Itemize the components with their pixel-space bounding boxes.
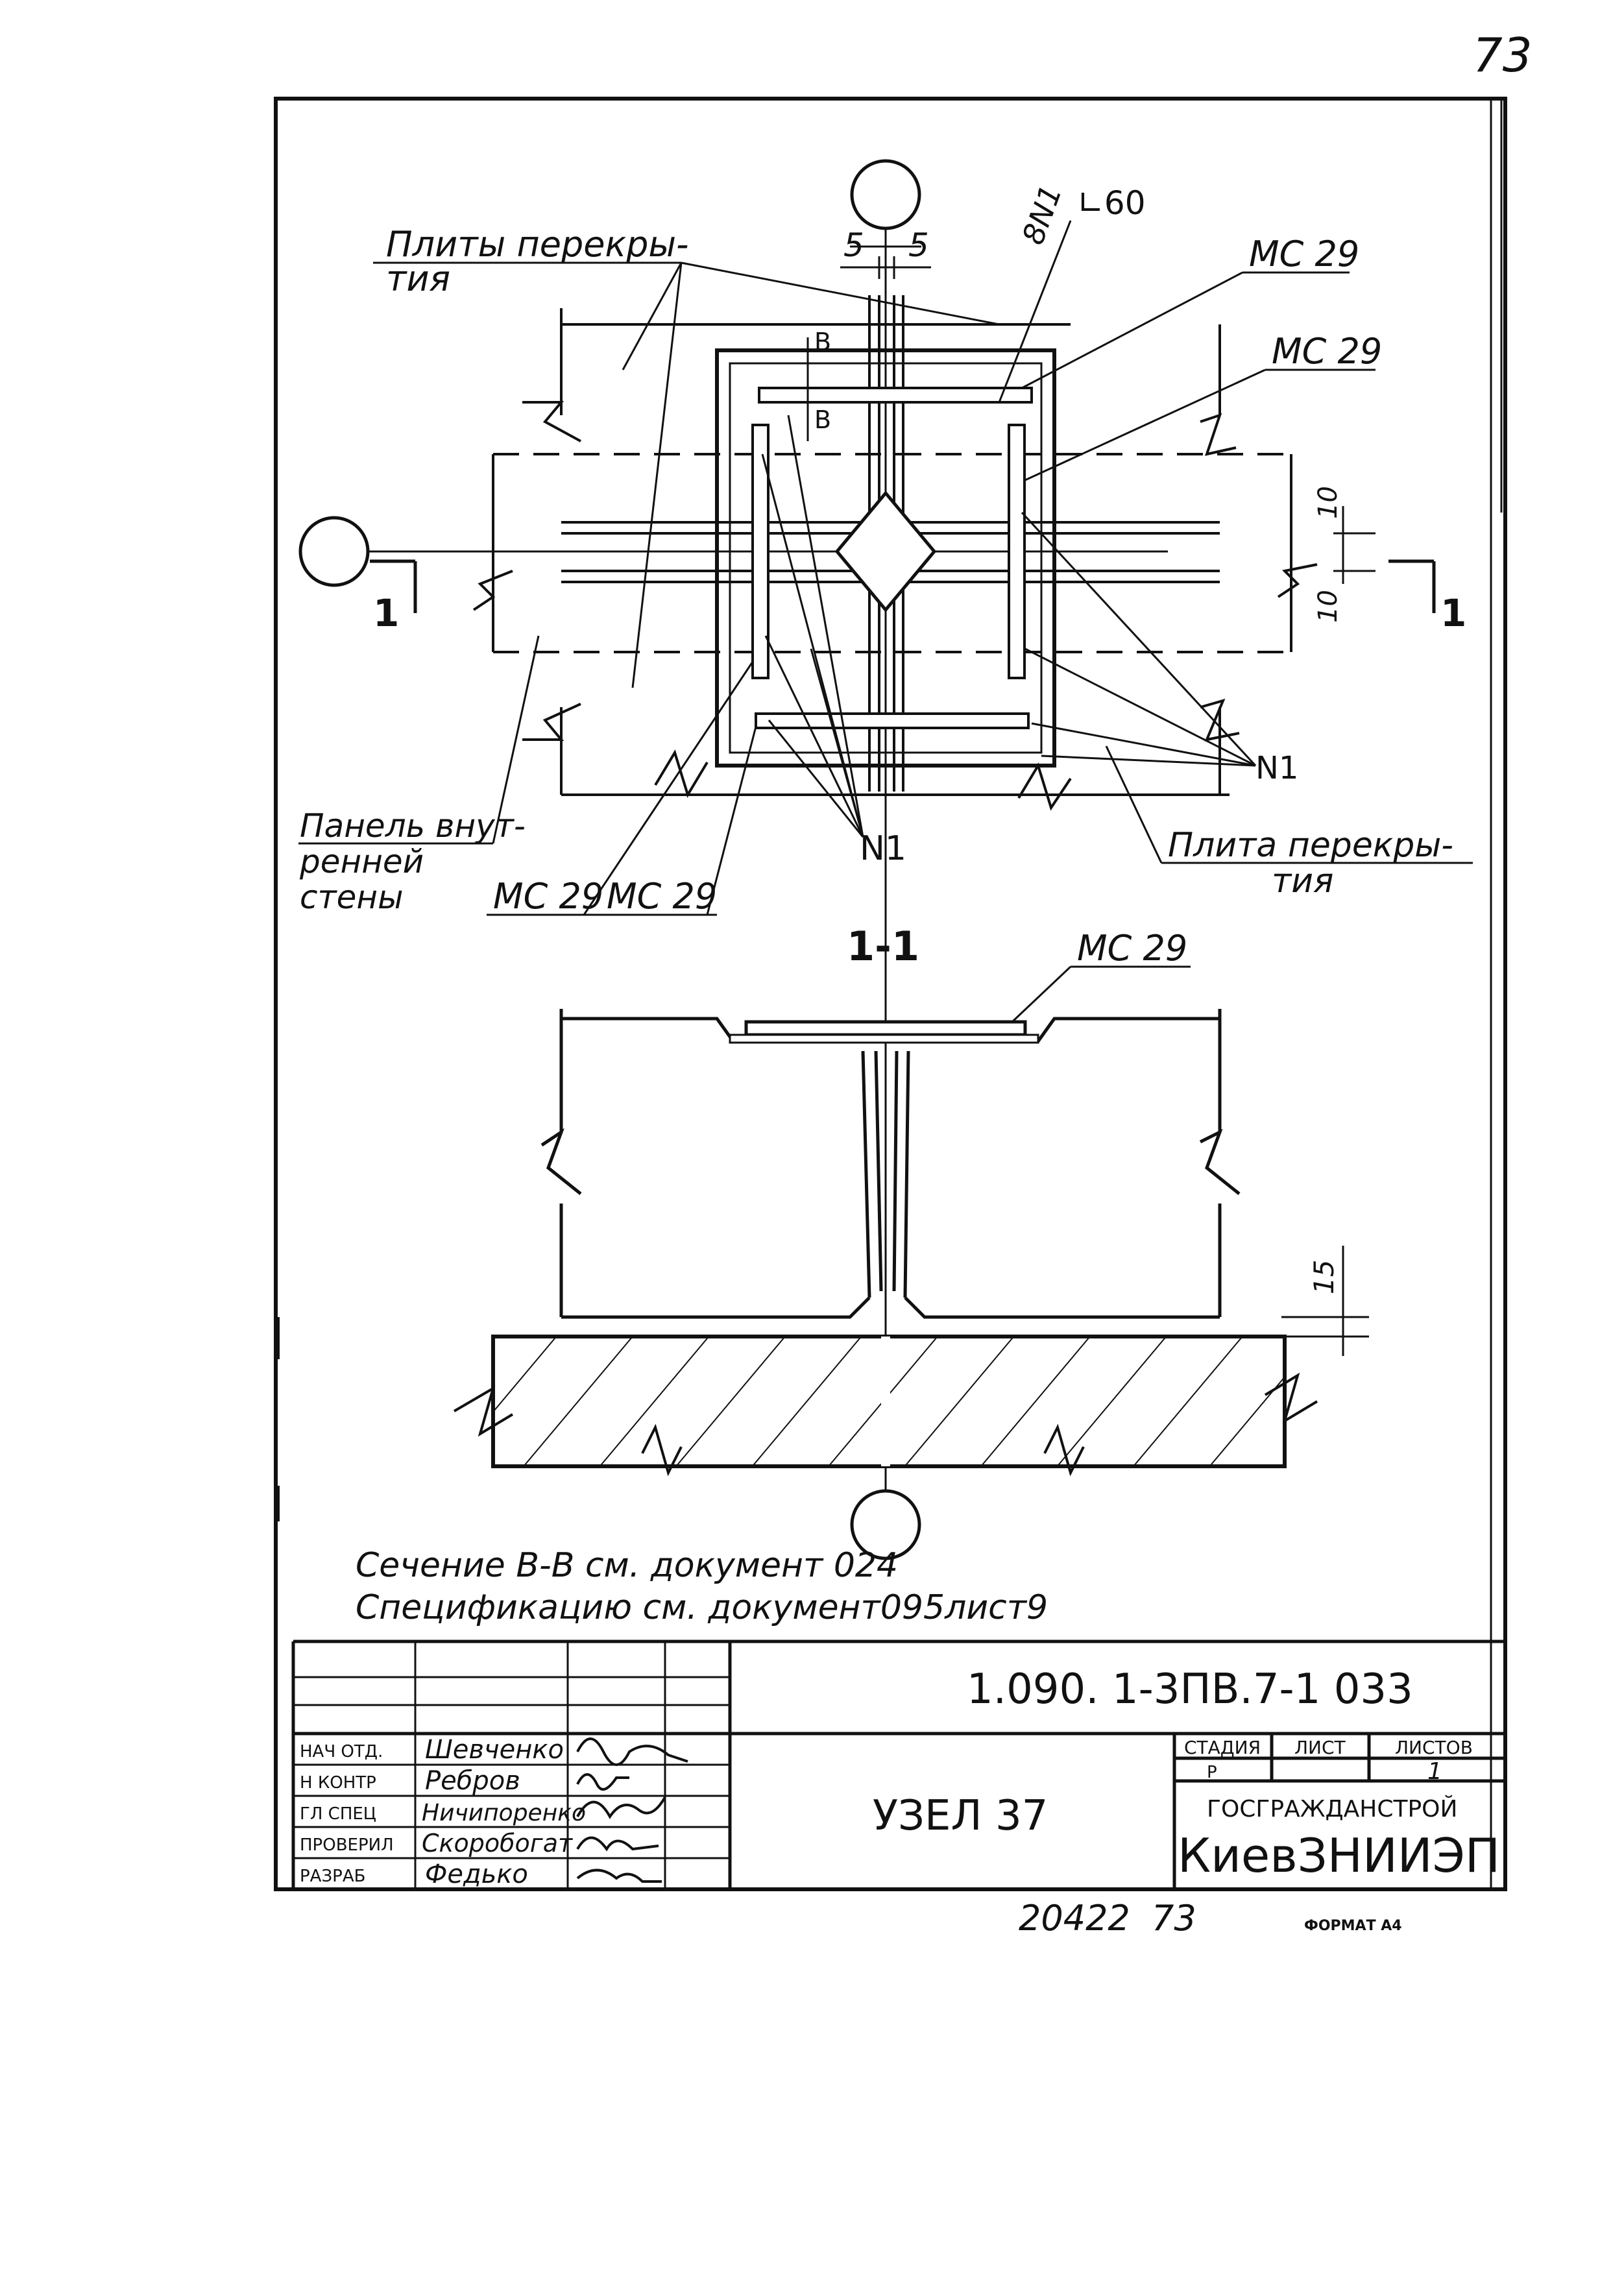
- org-line-1: ГОСГРАЖДАНСТРОЙ: [1207, 1795, 1457, 1822]
- joint-diamond: [834, 490, 937, 612]
- dim-5-left: 5: [843, 226, 864, 264]
- plate-mc29-top: [758, 387, 1033, 404]
- sheet-header: ЛИСТ: [1294, 1737, 1346, 1758]
- title-block: НАЧ ОТД. Шевченко Н КОНТР Ребров ГЛ СПЕЦ…: [291, 1640, 1505, 1889]
- label-mc29-a: МС 29: [1249, 234, 1359, 274]
- section-title: 1-1: [847, 923, 919, 970]
- role-1: Н КОНТР: [300, 1773, 376, 1793]
- label-n1-bottom: N1: [860, 829, 906, 868]
- name-1: Ребров: [425, 1766, 520, 1796]
- name-2: Ничипоренко: [422, 1800, 586, 1826]
- sheets-value: 1: [1427, 1758, 1442, 1785]
- name-4: Федько: [425, 1859, 528, 1889]
- label-angle-60: ∟60: [1077, 184, 1146, 222]
- stage-header: СТАДИЯ: [1184, 1737, 1261, 1758]
- name-3: Скоробогат: [422, 1829, 574, 1857]
- plate-mc29-left: [751, 424, 770, 679]
- label-mc29-d: МС 29: [607, 876, 717, 917]
- stage-value: Р: [1207, 1763, 1217, 1782]
- section-mark-left: 1: [373, 591, 399, 635]
- sheets-header: ЛИСТОВ: [1395, 1737, 1473, 1758]
- label-slab-right-2: тия: [1272, 862, 1333, 901]
- doc-code: 1.090. 1-3ПВ.7-1 033: [967, 1665, 1413, 1713]
- label-v-top: В: [814, 328, 831, 356]
- label-slabs-top-1: Плиты перекры-: [386, 224, 689, 265]
- label-mc29-b: МС 29: [1272, 331, 1382, 372]
- dim-10-bottom: 10: [1313, 590, 1343, 623]
- role-3: ПРОВЕРИЛ: [300, 1835, 394, 1855]
- signatures: [576, 1737, 688, 1883]
- dim-5-right: 5: [908, 226, 929, 264]
- label-slabs-top-2: тия: [386, 258, 450, 299]
- role-2: ГЛ СПЕЦ: [300, 1804, 376, 1824]
- dim-10-top: 10: [1313, 486, 1343, 519]
- plan-view: 5 5 В В Плиты перекры- тия 8N1 ∟60 МС 29…: [298, 159, 1473, 1560]
- name-0: Шевченко: [425, 1735, 564, 1765]
- page-number: 73: [1473, 28, 1533, 82]
- label-panel-1: Панель внут-: [300, 807, 526, 845]
- section-view: 1-1 МС 29: [453, 923, 1369, 1477]
- section-label-mc29: МС 29: [1077, 928, 1187, 969]
- drawing-title: УЗЕЛ 37: [873, 1792, 1048, 1840]
- footer-page: 73: [1152, 1898, 1196, 1939]
- axis-bubble-top: [850, 159, 921, 230]
- section-mark-right: 1: [1440, 591, 1466, 635]
- plate-mc29-right: [1008, 424, 1026, 679]
- role-0: НАЧ ОТД.: [300, 1742, 383, 1761]
- footer-format: ФОРМАТ А4: [1304, 1918, 1402, 1934]
- role-4: РАЗРАБ: [300, 1867, 365, 1886]
- axis-bubble-left: [298, 516, 370, 587]
- label-panel-3: стены: [300, 878, 404, 916]
- label-n1-right: N1: [1255, 750, 1298, 786]
- org-line-2: КиевЗНИИЭП: [1178, 1828, 1500, 1883]
- plate-mc29-bottom: [755, 712, 1030, 729]
- label-panel-2: ренней: [299, 843, 424, 880]
- footer-inventory: 20422: [1019, 1898, 1130, 1939]
- note-line-1: Сечение В-В см. документ 024: [356, 1546, 898, 1585]
- label-mc29-c: МС 29: [493, 876, 603, 917]
- label-v-bottom: В: [814, 405, 831, 434]
- dim-15: 15: [1308, 1260, 1340, 1294]
- sheet-frame: [274, 97, 1507, 1891]
- note-line-2: Спецификацию см. документ095лист9: [356, 1588, 1048, 1627]
- label-slab-right-1: Плита перекры-: [1168, 826, 1453, 865]
- label-8n1: 8N1: [1015, 180, 1069, 249]
